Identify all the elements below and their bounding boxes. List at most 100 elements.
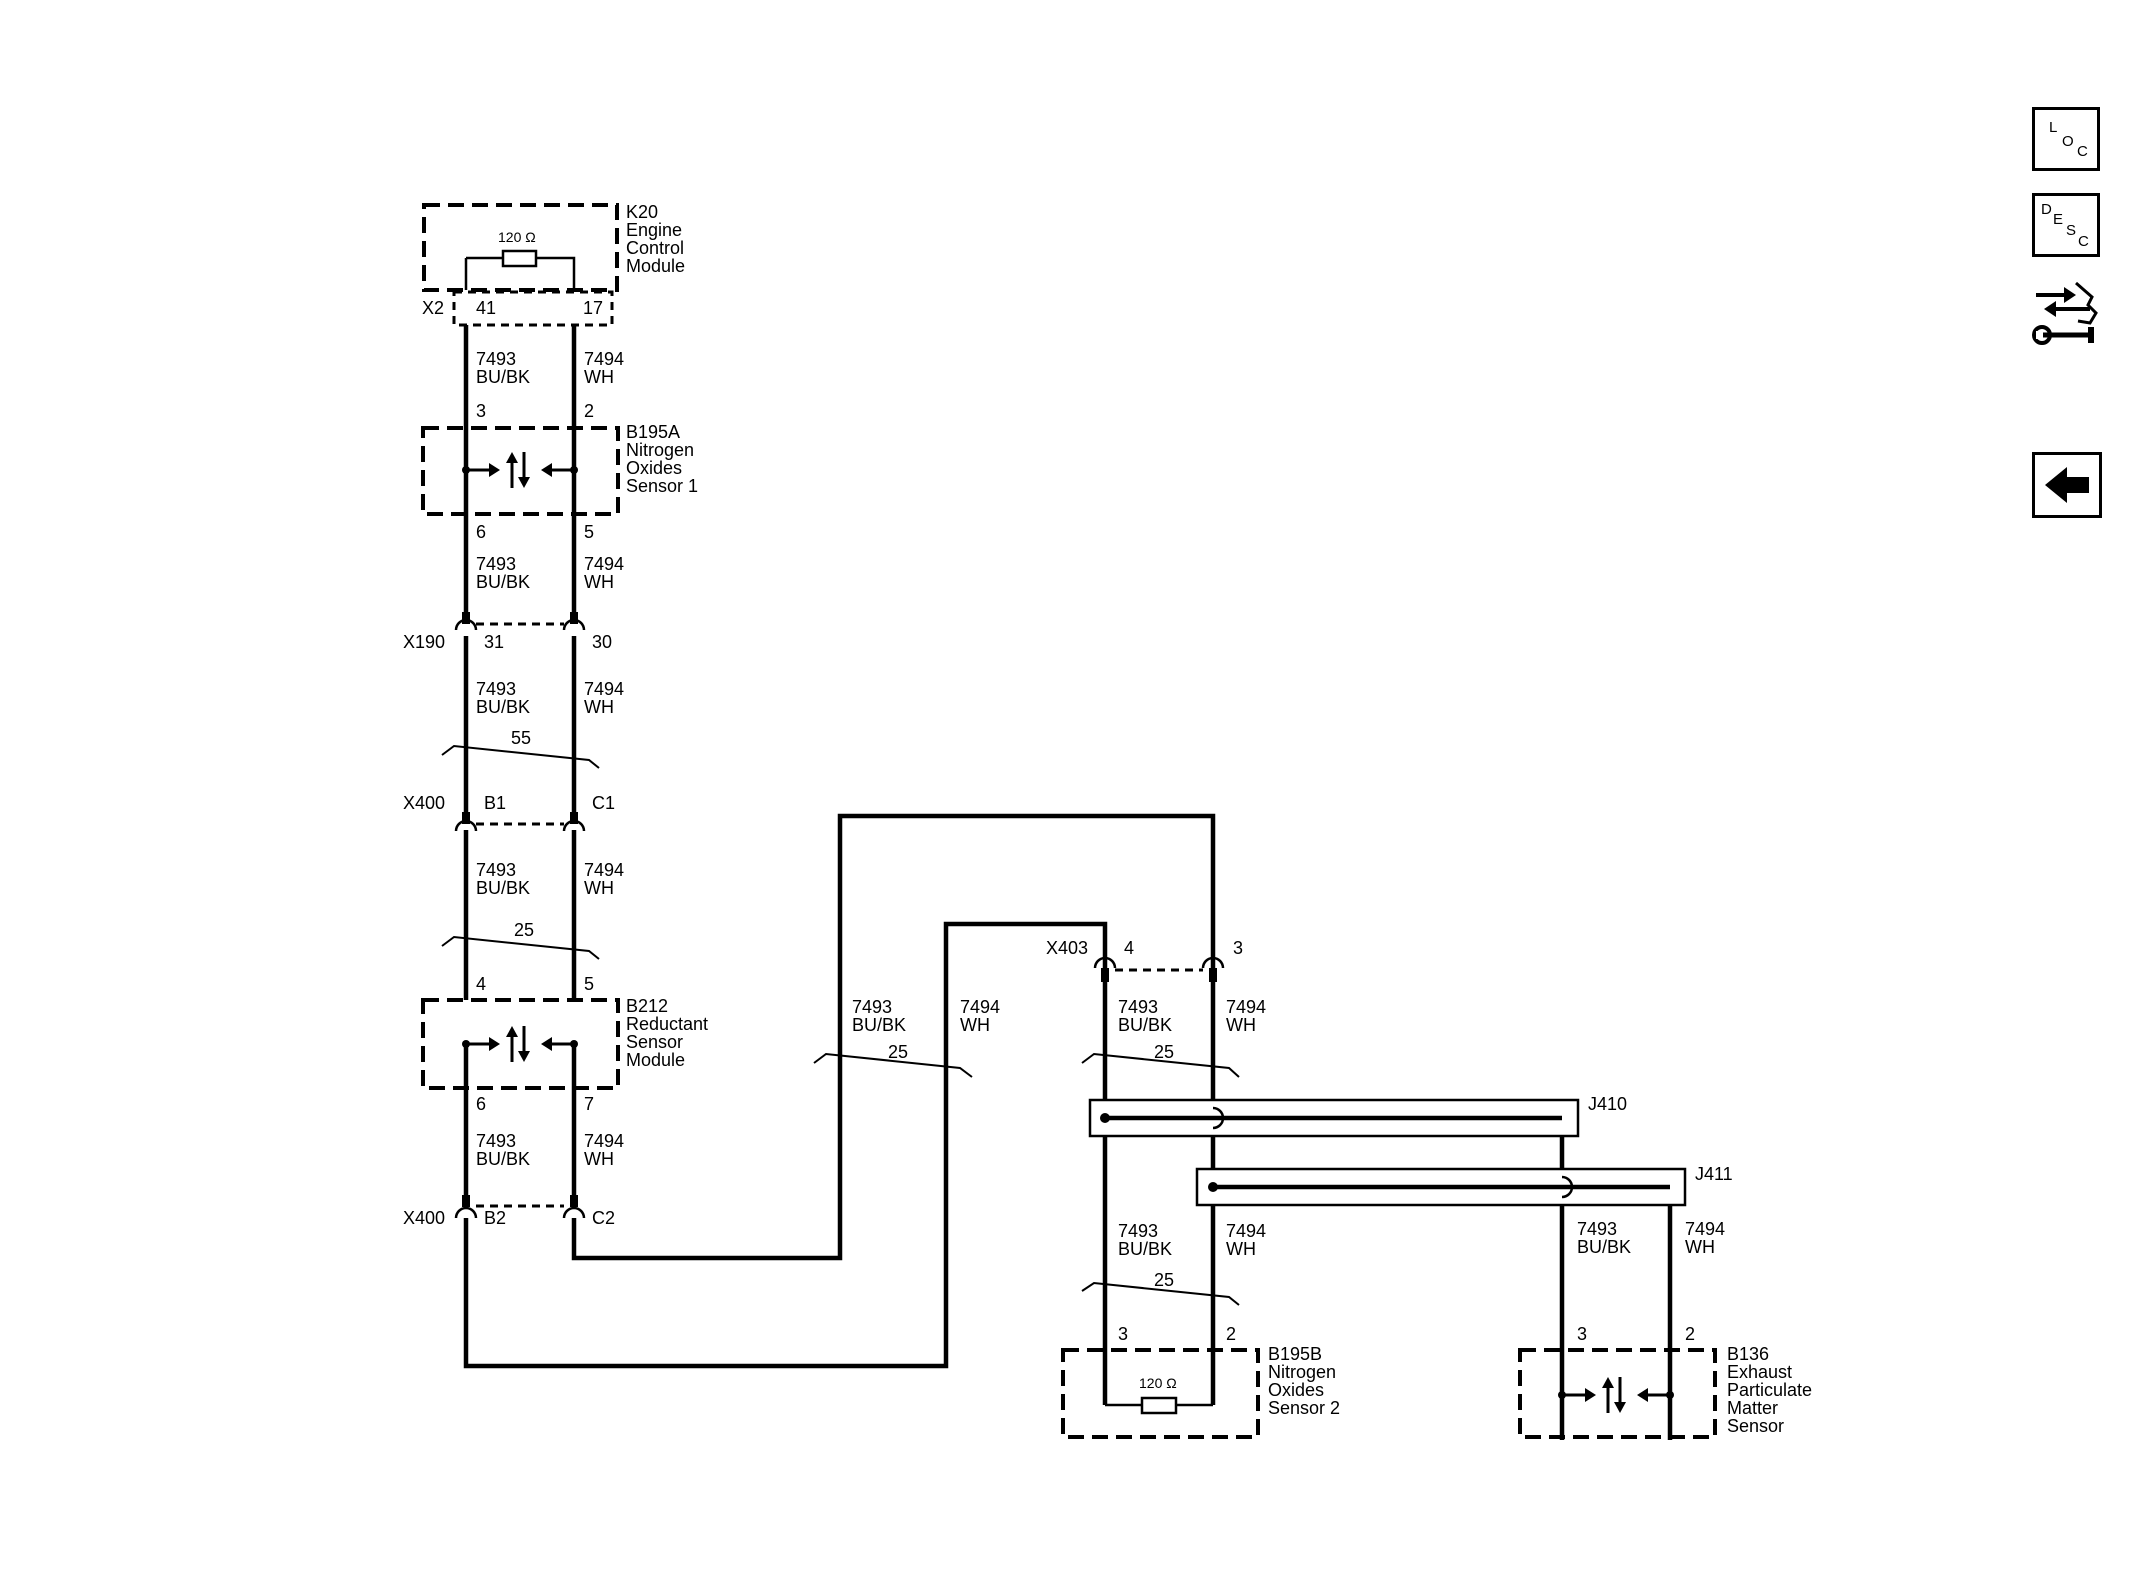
b212-name-line2: Sensor <box>626 1032 683 1052</box>
svg-text:BU/BK: BU/BK <box>852 1015 906 1035</box>
b195b-name-line3: Sensor 2 <box>1268 1398 1340 1418</box>
svg-text:WH: WH <box>584 1149 614 1169</box>
back-button[interactable] <box>2032 452 2102 518</box>
svg-text:7493: 7493 <box>476 554 516 574</box>
j410-splice-pack[interactable]: J410 <box>1088 1094 1627 1138</box>
left-harness-wires <box>463 325 1216 1369</box>
x403-inline-connector[interactable]: X403 4 3 <box>1046 938 1243 982</box>
svg-text:BU/BK: BU/BK <box>1118 1239 1172 1259</box>
b212-pin-top-left: 4 <box>476 974 486 994</box>
x400-bottom-pin-left: B2 <box>484 1208 506 1228</box>
wire-label-group-8: 7493 BU/BK 7494 WH 7493 BU/BK 7494 WH <box>1118 1219 1725 1259</box>
b195b-resistor-label: 120 Ω <box>1139 1375 1177 1391</box>
x400-bottom-pin-right: C2 <box>592 1208 615 1228</box>
svg-text:7494: 7494 <box>1685 1219 1725 1239</box>
x400-top-inline-connector[interactable]: X400 B1 C1 <box>403 793 615 832</box>
k20-connector-label: X2 <box>422 298 444 318</box>
description-icon: D E S C <box>2041 201 2089 250</box>
b212-reductant-sensor-module[interactable]: 4 5 6 7 B212 Reductant Sensor Module <box>421 974 708 1114</box>
back-arrow-icon <box>2045 467 2089 503</box>
j411-splice-pack[interactable]: J411 <box>1195 1164 1733 1207</box>
b195b-pin-right: 2 <box>1226 1324 1236 1344</box>
b212-name-line1: Reductant <box>626 1014 708 1034</box>
b136-name-line2: Particulate <box>1727 1380 1812 1400</box>
b136-exhaust-particulate-matter-sensor[interactable]: 3 2 B136 Exhaust Particulate Matter Sens… <box>1518 1324 1812 1439</box>
svg-text:7493: 7493 <box>476 349 516 369</box>
svg-text:7494: 7494 <box>584 349 624 369</box>
wire-label-group-7: 7493 BU/BK 7494 WH <box>1118 997 1266 1035</box>
svg-text:25: 25 <box>1154 1270 1174 1290</box>
svg-text:BU/BK: BU/BK <box>476 367 530 387</box>
diagnostic-tools-button[interactable] <box>2030 275 2102 355</box>
b195a-pin-top-left: 3 <box>476 401 486 421</box>
svg-text:WH: WH <box>1685 1237 1715 1257</box>
svg-text:7493: 7493 <box>1118 997 1158 1017</box>
svg-text:7494: 7494 <box>584 679 624 699</box>
k20-resistor-label: 120 Ω <box>498 229 536 245</box>
b195a-pin-top-right: 2 <box>584 401 594 421</box>
description-button[interactable]: D E S C <box>2032 193 2100 257</box>
bidirectional-data-icon <box>462 1026 578 1062</box>
svg-text:S: S <box>2066 222 2076 239</box>
twisted-pair-indicator: 25 <box>1081 1042 1240 1078</box>
terminating-resistor-icon <box>501 249 538 268</box>
k20-pin-left: 41 <box>476 298 496 318</box>
b136-id: B136 <box>1727 1344 1769 1364</box>
b212-name-line3: Module <box>626 1050 685 1070</box>
b136-name-line4: Sensor <box>1727 1416 1784 1436</box>
svg-text:WH: WH <box>584 367 614 387</box>
wire-label-group-4: 7493 BU/BK 7494 WH <box>476 860 624 898</box>
svg-text:WH: WH <box>960 1015 990 1035</box>
svg-text:L: L <box>2049 119 2057 136</box>
svg-text:7493: 7493 <box>1118 1221 1158 1241</box>
svg-text:7494: 7494 <box>584 554 624 574</box>
x190-pin-left: 31 <box>484 632 504 652</box>
b212-pin-bottom-right: 7 <box>584 1094 594 1114</box>
x403-pin-right: 3 <box>1233 938 1243 958</box>
b212-id: B212 <box>626 996 668 1016</box>
wire-label-group-6: 7493 BU/BK 7494 WH <box>852 997 1000 1035</box>
svg-text:WH: WH <box>1226 1239 1256 1259</box>
j410-id: J410 <box>1588 1094 1627 1114</box>
svg-text:E: E <box>2053 211 2063 228</box>
svg-text:BU/BK: BU/BK <box>476 572 530 592</box>
x190-pin-right: 30 <box>592 632 612 652</box>
svg-text:7493: 7493 <box>852 997 892 1017</box>
b195a-name-line1: Nitrogen <box>626 440 694 460</box>
b136-pin-left: 3 <box>1577 1324 1587 1344</box>
b195a-pin-bottom-left: 6 <box>476 522 486 542</box>
k20-name-line3: Module <box>626 256 685 276</box>
location-button[interactable]: L O C <box>2032 107 2100 171</box>
svg-text:25: 25 <box>888 1042 908 1062</box>
b195a-nitrogen-oxides-sensor-1[interactable]: 3 2 6 5 B195A Nitrogen Oxides Sensor 1 <box>421 401 698 542</box>
x190-inline-connector[interactable]: X190 31 30 <box>403 612 612 652</box>
twisted-pair-indicator: 55 <box>441 728 600 769</box>
svg-text:O: O <box>2062 133 2074 150</box>
svg-text:7494: 7494 <box>1226 1221 1266 1241</box>
j411-id: J411 <box>1695 1164 1733 1184</box>
svg-text:7494: 7494 <box>1226 997 1266 1017</box>
k20-engine-control-module[interactable]: 120 Ω K20 Engine Control Module X2 41 17 <box>422 202 685 327</box>
svg-text:7493: 7493 <box>1577 1219 1617 1239</box>
x400-top-pin-left: B1 <box>484 793 506 813</box>
svg-text:BU/BK: BU/BK <box>1118 1015 1172 1035</box>
svg-text:7494: 7494 <box>584 1131 624 1151</box>
b195b-pin-left: 3 <box>1118 1324 1128 1344</box>
svg-text:55: 55 <box>511 728 531 748</box>
svg-text:WH: WH <box>584 572 614 592</box>
svg-text:7494: 7494 <box>960 997 1000 1017</box>
k20-pin-right: 17 <box>583 298 603 318</box>
x400-bottom-inline-connector[interactable]: X400 B2 C2 <box>403 1195 615 1228</box>
b195b-id: B195B <box>1268 1344 1322 1364</box>
x403-pin-left: 4 <box>1124 938 1134 958</box>
b195b-nitrogen-oxides-sensor-2[interactable]: 120 Ω 3 2 B195B Nitrogen Oxides Sensor 2 <box>1061 1324 1340 1439</box>
svg-text:BU/BK: BU/BK <box>476 697 530 717</box>
wire-label-group-3: 7493 BU/BK 7494 WH <box>476 679 624 717</box>
diagnostic-tools-icon <box>2032 281 2098 345</box>
twisted-pair-indicator: 25 <box>813 1042 973 1078</box>
x400-bottom-id: X400 <box>403 1208 445 1228</box>
wire-label-group-2: 7493 BU/BK 7494 WH <box>476 554 624 592</box>
k20-name-line1: Engine <box>626 220 682 240</box>
b136-name-line3: Matter <box>1727 1398 1778 1418</box>
